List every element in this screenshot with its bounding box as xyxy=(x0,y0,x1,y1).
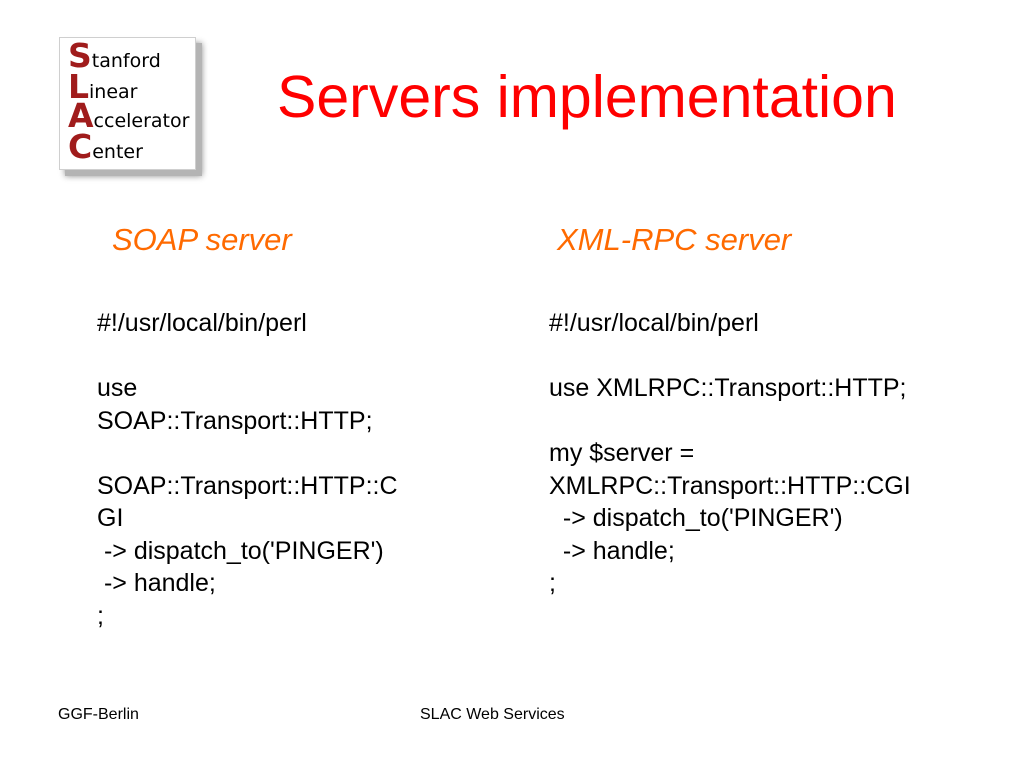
footer-title: SLAC Web Services xyxy=(420,706,565,723)
slac-logo: Stanford Linear Accelerator Center xyxy=(59,37,196,170)
code-line: ; xyxy=(549,569,556,597)
code-line: ; xyxy=(97,601,104,630)
code-line xyxy=(549,340,911,373)
logo-line-accelerator: Accelerator xyxy=(68,96,190,135)
logo-line-center: Center xyxy=(68,127,143,166)
xmlrpc-server-heading: XML-RPC server xyxy=(557,222,792,257)
slide-title: Servers implementation xyxy=(277,64,897,130)
code-line: use xyxy=(97,374,138,402)
code-line xyxy=(97,340,398,373)
code-line: SOAP::Transport::HTTP::C xyxy=(97,471,398,500)
code-line: -> handle; xyxy=(97,569,216,597)
code-line: -> dispatch_to('PINGER') xyxy=(549,504,843,532)
footer-event: GGF-Berlin xyxy=(58,706,139,723)
code-line xyxy=(549,405,911,438)
code-line: -> dispatch_to('PINGER') xyxy=(97,536,384,565)
logo-line-stanford: Stanford xyxy=(68,36,161,75)
logo-line-linear: Linear xyxy=(68,67,138,106)
code-line: XMLRPC::Transport::HTTP::CGI xyxy=(549,471,911,500)
code-line: my $server = xyxy=(549,439,695,467)
code-line: #!/usr/local/bin/perl xyxy=(97,309,307,337)
code-line xyxy=(97,437,398,470)
code-line: GI xyxy=(97,504,124,532)
code-line: SOAP::Transport::HTTP; xyxy=(97,406,373,435)
soap-server-heading: SOAP server xyxy=(112,222,292,257)
code-line: use XMLRPC::Transport::HTTP; xyxy=(549,374,907,402)
code-line: #!/usr/local/bin/perl xyxy=(549,309,759,337)
code-line: -> handle; xyxy=(549,536,675,565)
